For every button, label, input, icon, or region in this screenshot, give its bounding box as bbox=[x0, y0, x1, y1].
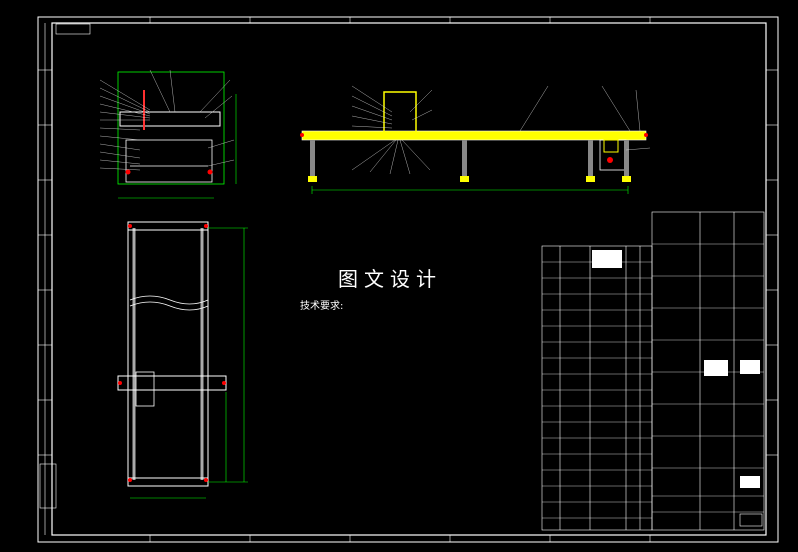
technical-requirements-title: 技术要求: bbox=[300, 301, 344, 312]
drawing-code-box bbox=[55, 23, 91, 35]
right-zone-ticks bbox=[766, 69, 778, 456]
title-block bbox=[651, 211, 765, 531]
watermark-text: 图文设计 bbox=[338, 267, 442, 291]
side-view bbox=[300, 85, 651, 194]
top-zone-ticks bbox=[149, 17, 651, 542]
top-view bbox=[117, 221, 248, 499]
parts-list bbox=[541, 245, 653, 531]
left-zone-strip bbox=[38, 23, 52, 535]
inner-frame bbox=[51, 22, 767, 536]
outer-frame bbox=[37, 16, 779, 543]
front-view bbox=[99, 69, 237, 199]
revision-strip bbox=[39, 463, 57, 509]
